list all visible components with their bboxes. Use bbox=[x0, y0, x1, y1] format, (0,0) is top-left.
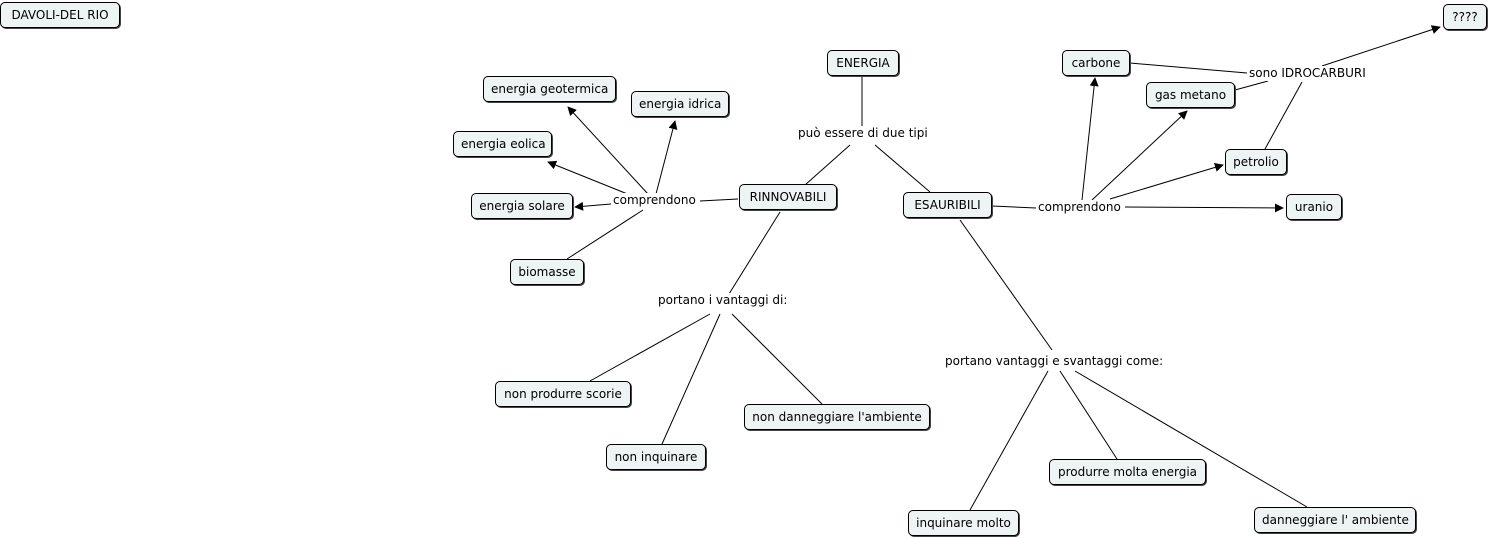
arrow-comprendono-solare bbox=[574, 201, 612, 211]
arrow-comprendono-eolica bbox=[547, 160, 631, 196]
concept-uranio[interactable]: uranio bbox=[1286, 194, 1342, 220]
line-comprendono-biomasse bbox=[566, 209, 644, 260]
link-phrase-vantaggi-rinnovabili: portano i vantaggi di: bbox=[656, 293, 790, 308]
concept-energia-solare[interactable]: energia solare bbox=[471, 193, 573, 219]
arrow-comprendono-petrolio bbox=[1109, 163, 1224, 200]
line-vantaggi-produrre bbox=[1059, 370, 1118, 460]
concept-gas-metano[interactable]: gas metano bbox=[1146, 82, 1235, 108]
concept-esauribili[interactable]: ESAURIBILI bbox=[903, 192, 992, 218]
concept-non-danneggiare-ambiente[interactable]: non danneggiare l'ambiente bbox=[744, 404, 930, 430]
line-duetipi-rinnovabili bbox=[804, 144, 851, 186]
line-vantaggi-danneggiare bbox=[731, 313, 823, 405]
line-carbone-idrocarburi bbox=[1129, 62, 1248, 74]
link-phrase-vantaggi-esauribili: portano vantaggi e svantaggi come: bbox=[943, 354, 1166, 369]
line-vantaggi-inquinare bbox=[661, 313, 721, 445]
link-phrase-comprendono-esauribili: comprendono bbox=[1036, 200, 1123, 215]
line-duetipi-esauribili bbox=[874, 144, 931, 193]
link-phrase-comprendono-rinnovabili: comprendono bbox=[611, 193, 698, 208]
line-rinnovabili-vantaggi bbox=[728, 211, 781, 295]
concept-unknown[interactable]: ???? bbox=[1443, 4, 1487, 30]
concept-carbone[interactable]: carbone bbox=[1062, 50, 1130, 76]
line-esauribili-vantaggi bbox=[959, 219, 1053, 351]
arrow-comprendono-gasmetano bbox=[1091, 110, 1188, 201]
concept-produrre-molta-energia[interactable]: produrre molta energia bbox=[1049, 459, 1206, 485]
link-phrase-idrocarburi: sono IDROCARBURI bbox=[1247, 66, 1368, 81]
concept-petrolio[interactable]: petrolio bbox=[1225, 149, 1287, 175]
arrow-idrocarburi-unknown bbox=[1321, 25, 1441, 67]
line-petrolio-idrocarburi bbox=[1264, 81, 1303, 150]
concept-biomasse[interactable]: biomasse bbox=[510, 259, 584, 285]
arrow-comprendono-geotermica bbox=[567, 106, 649, 195]
link-phrase-due-tipi: può essere di due tipi bbox=[796, 126, 930, 141]
arrow-comprendono-idrica bbox=[655, 120, 678, 195]
concept-non-inquinare[interactable]: non inquinare bbox=[606, 444, 706, 470]
concept-energia[interactable]: ENERGIA bbox=[827, 50, 899, 76]
arrow-comprendono-carbone bbox=[1081, 77, 1099, 201]
line-vantaggi-danneggiareamb bbox=[1074, 370, 1308, 508]
concept-non-produrre-scorie[interactable]: non produrre scorie bbox=[495, 381, 631, 407]
concept-danneggiare-ambiente[interactable]: danneggiare l' ambiente bbox=[1254, 507, 1416, 533]
arrow-comprendono-uranio bbox=[1124, 203, 1284, 213]
line-rinnovabili-comprendono bbox=[699, 198, 739, 202]
line-gasmetano-idrocarburi bbox=[1234, 80, 1269, 91]
author-label: DAVOLI-DEL RIO bbox=[0, 2, 120, 28]
line-vantaggi-inquinaremolto bbox=[969, 370, 1049, 511]
concept-energia-eolica[interactable]: energia eolica bbox=[453, 131, 552, 157]
line-esauribili-comprendono bbox=[991, 205, 1037, 209]
concept-energia-idrica[interactable]: energia idrica bbox=[631, 91, 729, 117]
concept-rinnovabili[interactable]: RINNOVABILI bbox=[739, 184, 837, 210]
concept-inquinare-molto[interactable]: inquinare molto bbox=[908, 510, 1019, 536]
line-vantaggi-scorie bbox=[589, 313, 711, 382]
concept-energia-geotermica[interactable]: energia geotermica bbox=[483, 76, 616, 102]
